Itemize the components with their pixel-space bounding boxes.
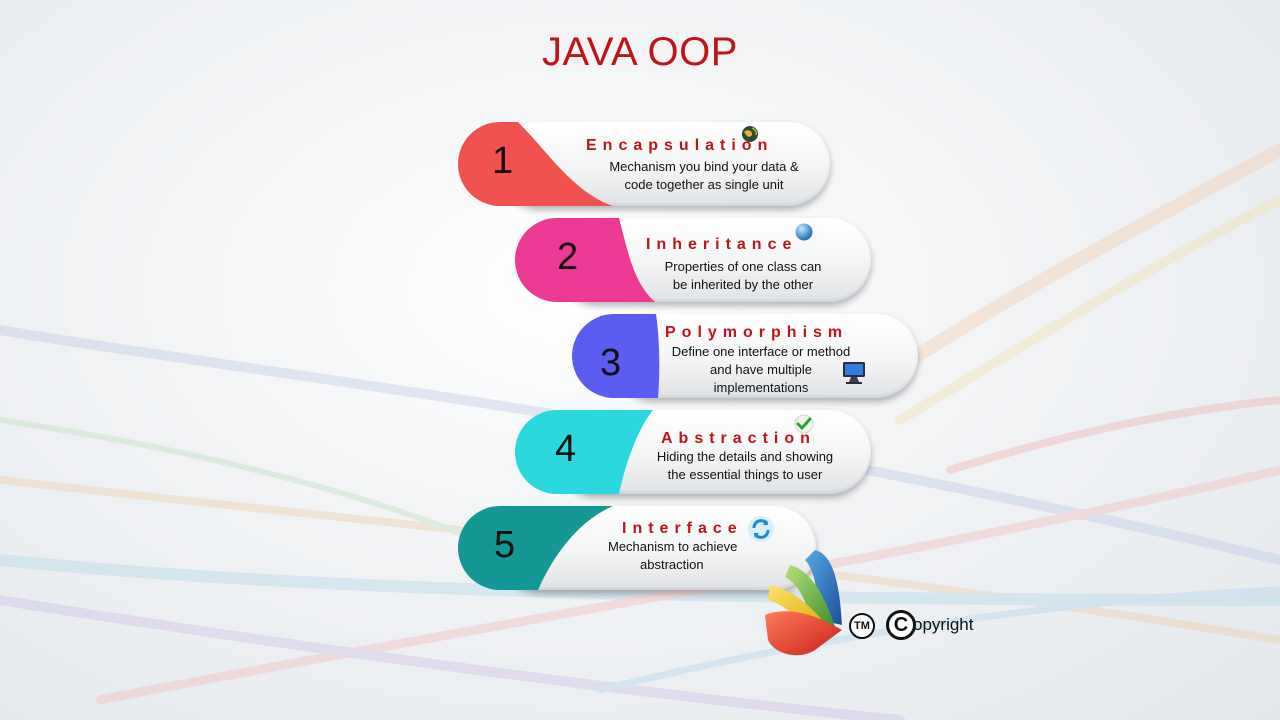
step-heading: Interface	[622, 520, 743, 537]
step-interface: 5 Interface Mechanism to achieve abstrac…	[458, 506, 816, 590]
trademark-badge: TM	[849, 613, 875, 639]
step-number: 1	[492, 140, 514, 182]
step-pill	[612, 314, 918, 398]
refresh-icon	[748, 516, 774, 542]
step-number-shape	[458, 506, 613, 590]
step-encapsulation: 1 Encapsulation Mechanism you bind your …	[458, 122, 830, 206]
step-heading: Encapsulation	[586, 137, 774, 154]
step-description: Hiding the details and showing the essen…	[656, 449, 834, 482]
step-description: Mechanism you bind your data & code toge…	[609, 159, 799, 192]
step-number-shape	[572, 314, 660, 398]
step-number-shape	[515, 410, 653, 494]
step-description: Define one interface or method and have …	[671, 344, 851, 395]
step-number: 4	[555, 428, 577, 470]
monitor-icon	[843, 362, 865, 384]
copyright-text: opyright	[913, 615, 974, 634]
blue-orb-icon	[795, 223, 813, 241]
step-number: 5	[494, 524, 516, 566]
step-abstraction: 4 Abstraction Hiding the details and sho…	[515, 410, 871, 494]
globe-icon	[742, 126, 758, 142]
step-number: 3	[600, 342, 622, 384]
checkmark-icon	[794, 414, 814, 434]
brand-logo	[765, 550, 842, 656]
step-heading: Inheritance	[646, 236, 798, 253]
step-heading: Polymorphism	[665, 324, 849, 341]
step-number: 2	[557, 236, 579, 278]
step-inheritance: 2 Inheritance Properties of one class ca…	[515, 218, 871, 302]
step-description: Properties of one class can be inherited…	[664, 259, 822, 292]
step-number-shape	[458, 122, 613, 206]
step-number-shape	[515, 218, 655, 302]
step-heading: Abstraction	[661, 430, 816, 447]
page-title: JAVA OOP	[542, 30, 738, 74]
step-polymorphism: 3 Polymorphism Define one interface or m…	[572, 314, 918, 398]
copyright-icon: C	[886, 610, 916, 640]
step-description: Mechanism to achieve abstraction	[608, 539, 738, 572]
